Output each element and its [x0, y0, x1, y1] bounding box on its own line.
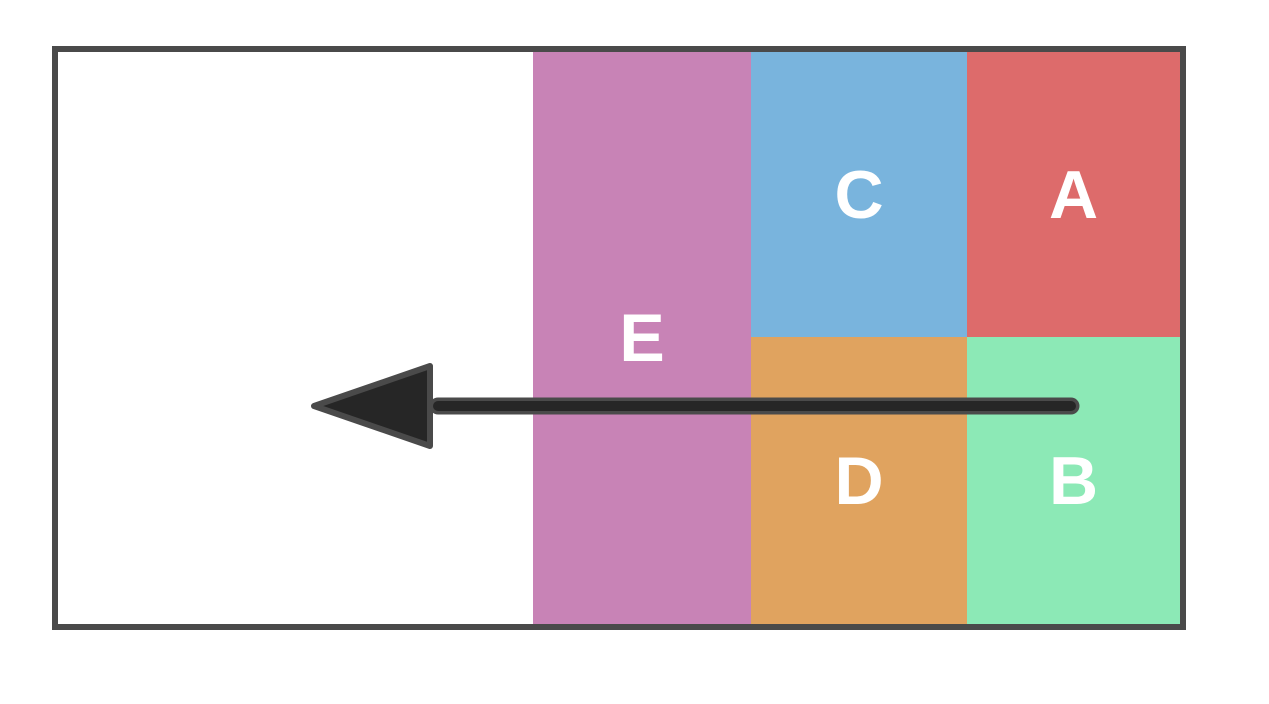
block-C: C [751, 52, 967, 337]
block-C-label: C [834, 156, 884, 233]
block-A-label: A [1048, 156, 1099, 233]
block-B: B [967, 337, 1180, 624]
block-E: E [533, 52, 751, 624]
block-B-label: B [1048, 442, 1099, 519]
block-D: D [751, 337, 967, 624]
block-A: A [967, 52, 1180, 337]
block-E-label: E [619, 300, 665, 376]
frame-inner: E C A D B [58, 52, 1180, 624]
outer-boundary-box: E C A D B [52, 46, 1186, 630]
block-D-label: D [834, 442, 884, 519]
